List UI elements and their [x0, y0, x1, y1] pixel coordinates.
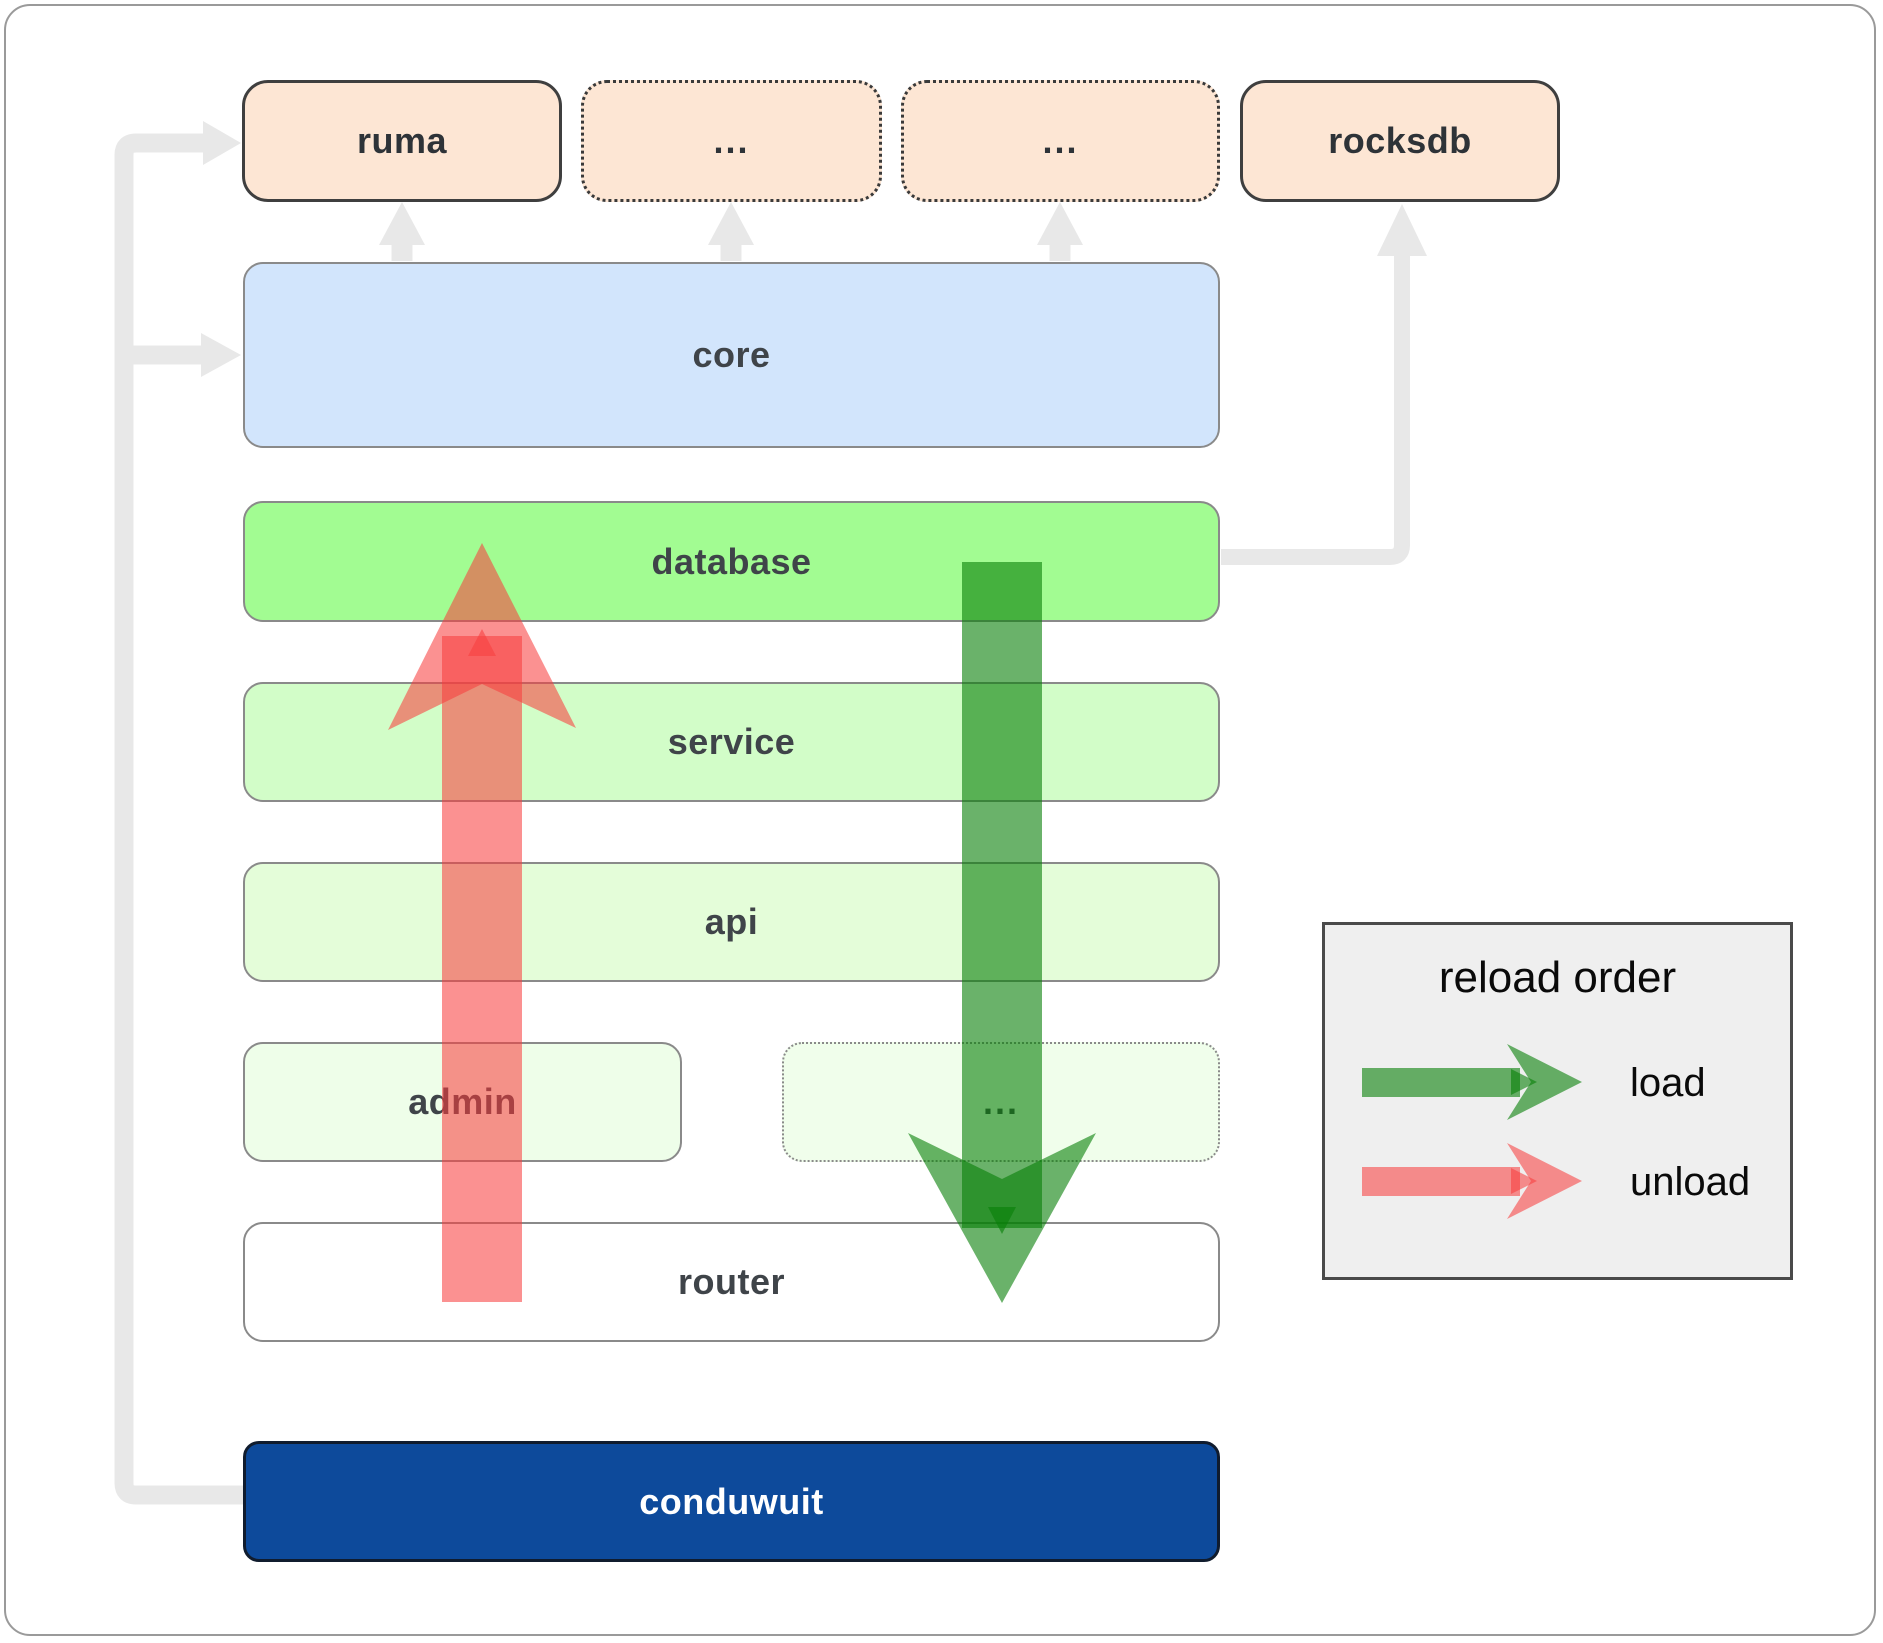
node-rocksdb: rocksdb — [1240, 80, 1560, 202]
node-ellipsis-mid: ... — [782, 1042, 1220, 1162]
node-ellipsis-mid-label: ... — [982, 1081, 1019, 1122]
node-ellipsis-top-1: ... — [581, 80, 882, 202]
node-rocksdb-label: rocksdb — [1328, 120, 1472, 161]
node-core-label: core — [692, 334, 771, 375]
legend-load-label: load — [1630, 1061, 1706, 1105]
node-ruma-label: ruma — [356, 120, 448, 161]
legend-title: reload order — [1438, 953, 1677, 1002]
node-api: api — [243, 862, 1220, 982]
node-service-label: service — [667, 721, 796, 762]
node-api-label: api — [704, 901, 759, 942]
node-conduwuit: conduwuit — [243, 1441, 1220, 1562]
legend-reload-order: reload order load unload — [1322, 922, 1793, 1280]
node-ellipsis-top-2: ... — [901, 80, 1220, 202]
node-admin: admin — [243, 1042, 682, 1162]
node-core: core — [243, 262, 1220, 448]
node-service: service — [243, 682, 1220, 802]
outer-frame — [4, 4, 1876, 1636]
node-ellipsis-top-1-label: ... — [713, 120, 750, 161]
node-conduwuit-label: conduwuit — [639, 1480, 824, 1522]
node-router: router — [243, 1222, 1220, 1342]
node-database: database — [243, 501, 1220, 622]
node-ellipsis-top-2-label: ... — [1042, 120, 1079, 161]
node-ruma: ruma — [242, 80, 562, 202]
node-admin-label: admin — [408, 1081, 517, 1122]
node-database-label: database — [651, 540, 812, 582]
legend-unload-label: unload — [1630, 1160, 1751, 1204]
node-router-label: router — [677, 1261, 785, 1302]
